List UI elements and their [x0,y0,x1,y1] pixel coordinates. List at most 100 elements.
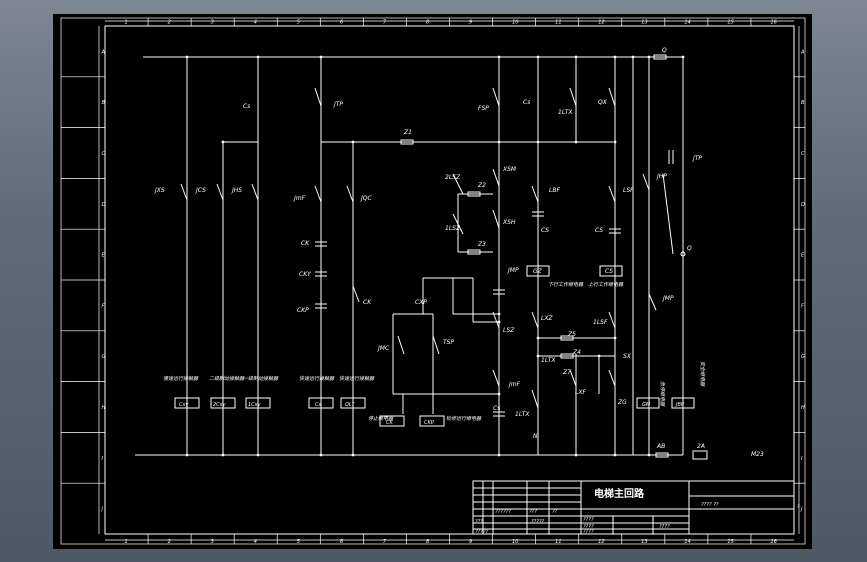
column-number-top-6: 6 [340,20,343,26]
label-cs-box: CS [541,227,549,234]
row-letter-right-H: H [801,405,805,411]
label-tsp: TSP [443,339,454,346]
desc-a: 急停继电器 [659,381,666,407]
junction-dot [613,453,617,457]
row-letter-right-B: B [801,100,805,106]
label-z5: Z5 [567,331,576,338]
junction-dot [536,140,540,144]
column-number-bottom-14: 14 [684,539,690,545]
label-lsf: LSF [623,187,634,194]
desc-kzyx: 快速运行接触器 [339,375,375,382]
junction-dot [497,392,501,396]
label-cky: CKY [299,271,312,278]
box-ckp: CKP [424,420,434,426]
column-number-bottom-12: 12 [598,539,604,545]
box-qlt: QLT [345,402,355,408]
inner-frame [104,25,795,535]
column-number-bottom-16: 16 [770,539,776,545]
junction-dot [574,55,578,59]
box-cxy: Cxy [179,402,189,408]
box-cs: Cs [315,402,321,408]
label-cxp: CXP [415,299,427,306]
title-block [472,480,795,535]
junction-dot [319,453,323,457]
junction-dot [185,55,189,59]
label-1lsz: 1LSZ [445,225,461,232]
label-z1: Z1 [403,129,412,136]
label-1ltx2: 1LTX [541,357,556,364]
column-number-bottom-11: 11 [555,539,561,545]
row-letter-left-C: C [102,151,106,157]
label-gz: GZ [533,268,543,275]
tb-j: ????? [475,529,489,535]
label-xsm: XSM [502,166,517,173]
junction-dot [497,312,501,316]
junction-dot [681,55,685,59]
tb-g: ??? [529,509,537,515]
column-number-top-13: 13 [641,20,647,26]
column-number-top-12: 12 [598,20,604,26]
outer-border [60,17,806,545]
row-letter-right-E: E [801,253,805,259]
row-letter-left-J: J [101,507,104,513]
label-jtp: JTP [333,101,343,108]
row-letter-right-J: J [800,507,803,513]
desc-up: 上行工作继电器 [588,281,624,288]
box-ck: CK [386,420,393,426]
tb-k: ???? [583,529,594,535]
label-2lsz: 2LSZ [445,174,461,181]
label-1ltx: 1LTX [558,109,573,116]
label-f: ZG [617,399,627,406]
label-jmf: JmF [293,195,306,202]
junction-dot [613,336,617,340]
column-number-bottom-7: 7 [383,539,387,545]
column-number-bottom-13: 13 [641,539,647,545]
junction-dot [497,55,501,59]
junction-dot [536,336,540,340]
box-2cxy: 2Cxy [213,402,227,408]
row-letter-right-G: G [801,354,805,360]
label-ckp: CKP [297,307,309,314]
tb-a: ???? ?? [701,502,719,508]
tb-b: ?????? [495,509,511,515]
label-z7: Z7 [562,369,571,376]
junction-dot [536,55,540,59]
label-2a: 2A [697,443,705,450]
column-number-top-11: 11 [555,20,561,26]
junction-dot [351,453,355,457]
column-number-bottom-4: 4 [254,539,257,545]
label-qx-top: QX [598,99,608,106]
label-j9: AB [656,443,665,450]
row-letter-right-F: F [801,303,804,309]
junction-dot [597,354,601,358]
desc-b: 安全继电器 [699,361,706,387]
label-lbf: LBF [549,187,560,194]
junction-dots [185,55,685,457]
label-q: Q [687,245,692,252]
desc-2cxy: 二级制动接触器 [209,375,245,382]
desc-1cxy: 一级制动接触器 [243,375,279,382]
desc-kzgd: 快速运行接触器 [299,375,335,382]
junction-dot [536,354,540,358]
label-cs-box2: CS [605,268,613,275]
junction-dot [221,140,225,144]
junction-dot [613,140,617,144]
junction-dot [574,140,578,144]
row-letter-left-H: H [102,405,106,411]
column-number-bottom-8: 8 [426,539,429,545]
label-jxs: JXS [154,187,165,194]
column-number-top-1: 1 [125,20,128,26]
label-q-top: Q [662,47,667,54]
column-number-top-8: 8 [426,20,429,26]
tb-c: ????? [531,519,545,525]
label-cs-top: Cs [243,103,250,110]
junction-dot [319,55,323,59]
junction-dot [631,55,635,59]
tb-i: ??? [475,519,483,525]
drawing-no: M23 [751,451,764,458]
label-cx: CS [595,227,603,234]
junction-dot [497,453,501,457]
label-xsh: XSH [502,219,516,226]
label-lsz: LSZ [503,327,515,334]
